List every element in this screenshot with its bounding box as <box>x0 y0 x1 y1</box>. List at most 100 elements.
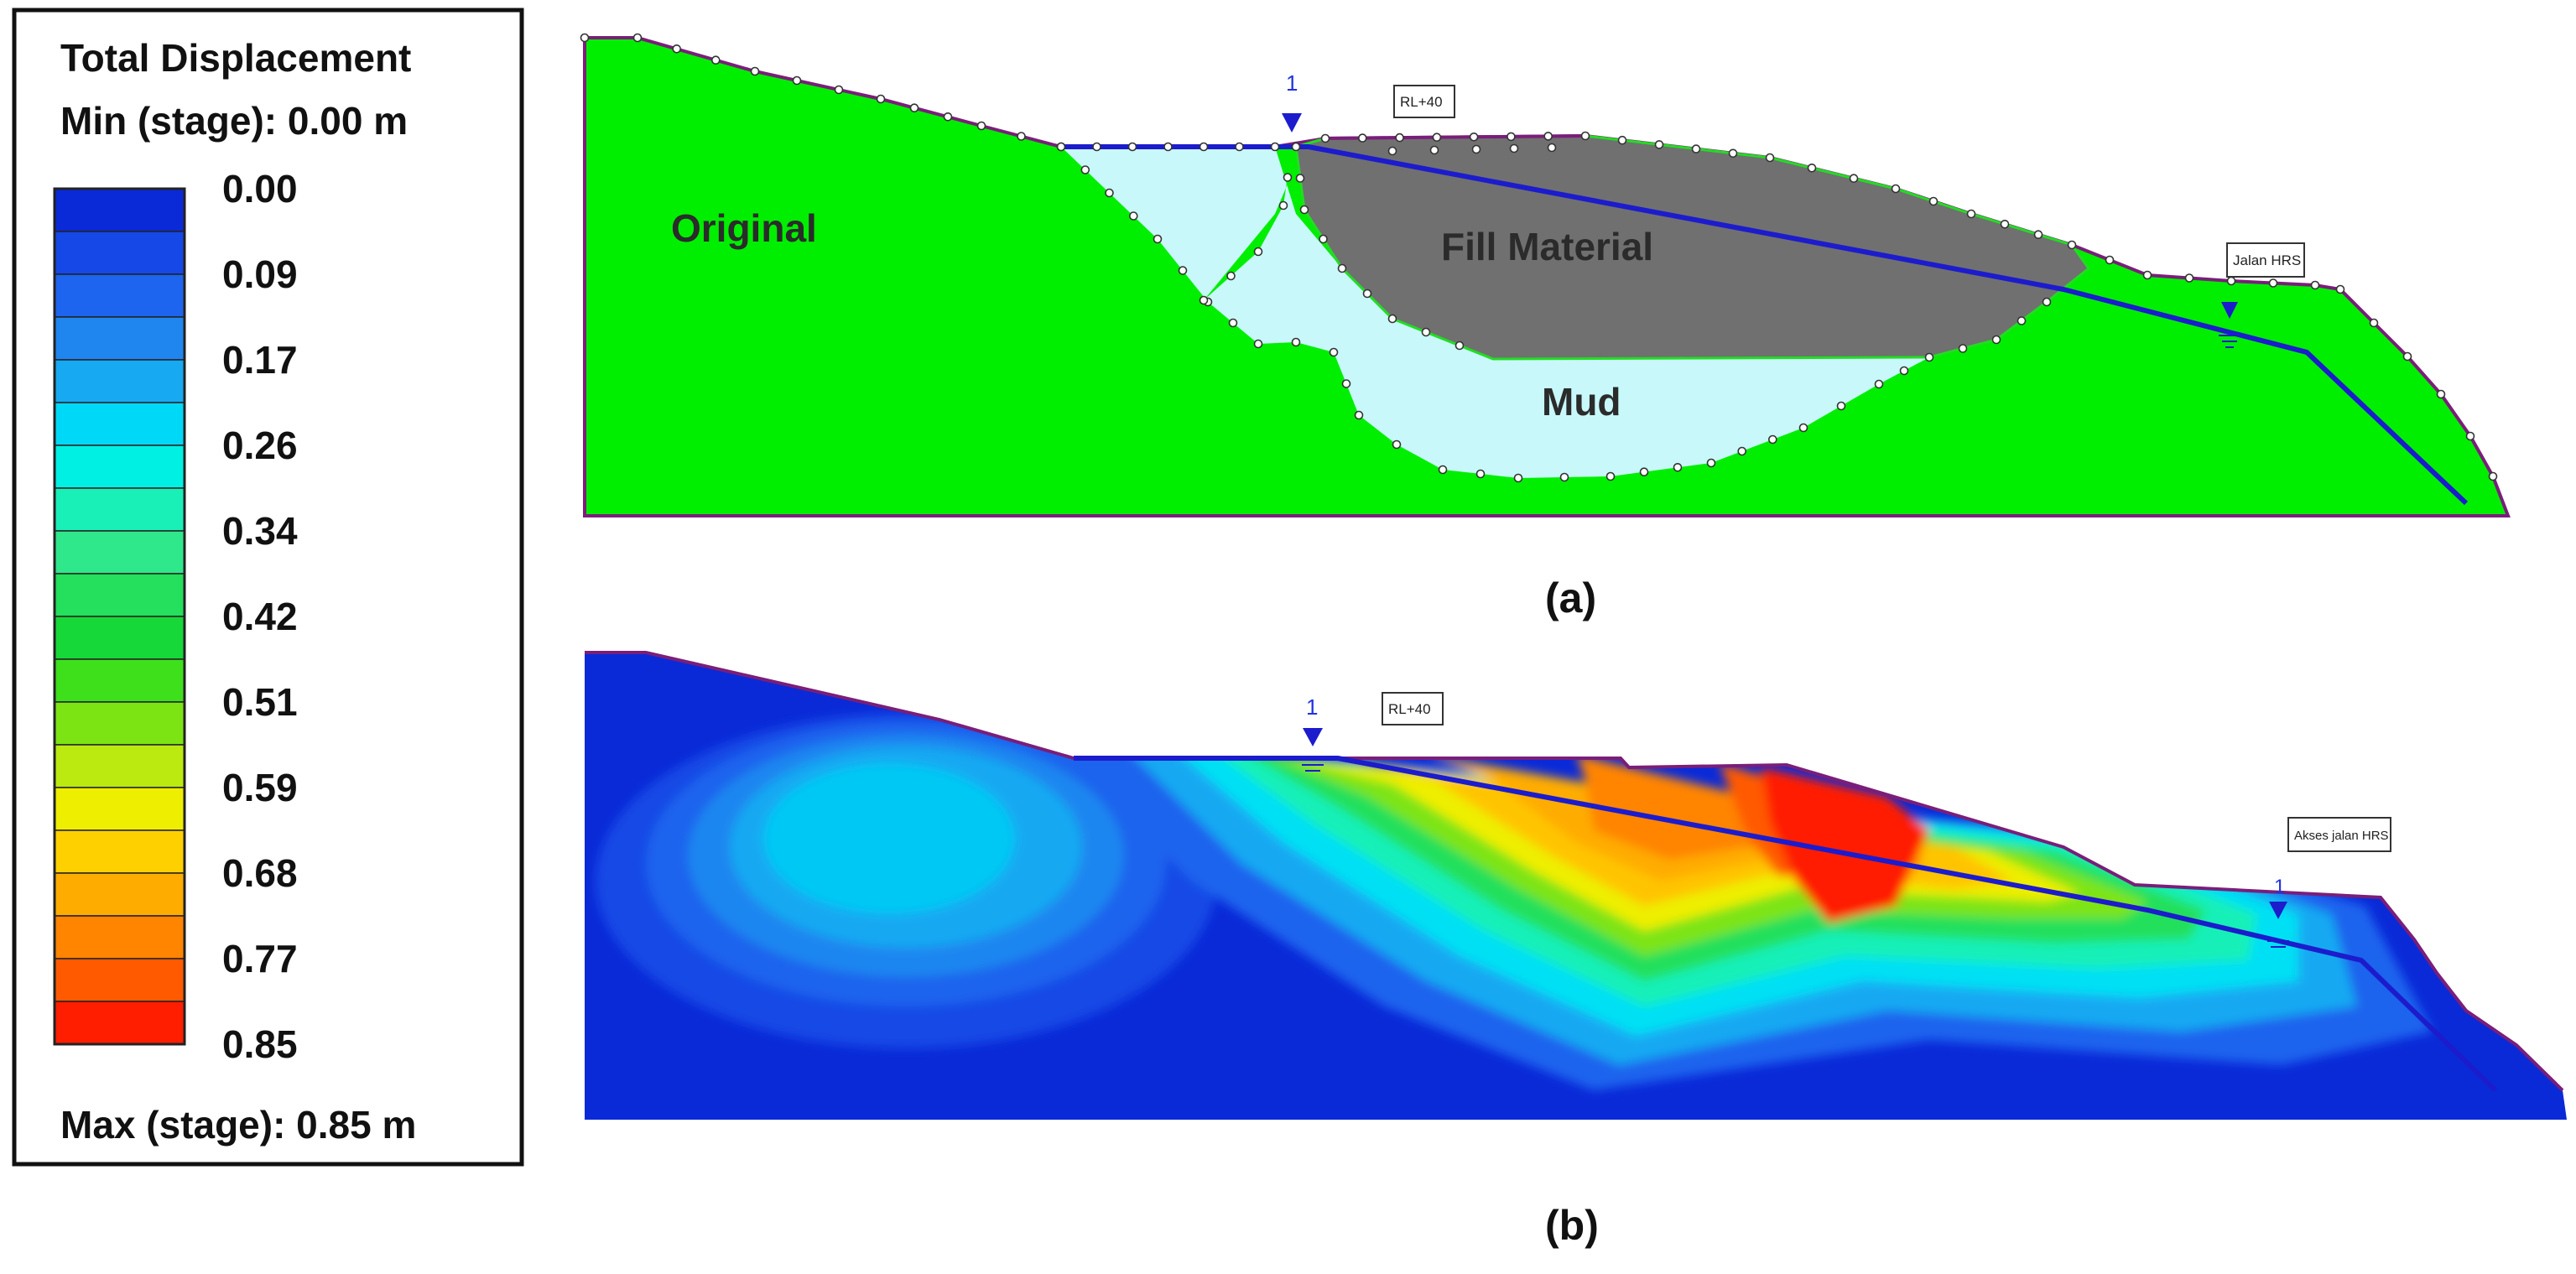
legend-band <box>54 487 185 532</box>
mesh-node <box>1199 295 1209 305</box>
mesh-node <box>2335 284 2345 294</box>
mesh-node <box>1320 133 1330 143</box>
mesh-node <box>2184 273 2194 283</box>
mesh-node <box>2268 278 2278 288</box>
legend-tick-label: 0.17 <box>222 338 298 382</box>
water-table-number: 1 <box>1306 694 1318 720</box>
fill-material-label: Fill Material <box>1441 225 1653 268</box>
mesh-node <box>1966 209 1976 219</box>
legend-tick-label: 0.00 <box>222 167 298 211</box>
legend-band <box>54 402 185 446</box>
legend-band <box>54 787 185 831</box>
mesh-node <box>1253 247 1263 257</box>
legend-tick-label: 0.77 <box>222 937 298 980</box>
mesh-node <box>2369 318 2379 328</box>
legend-max-label: Max (stage): 0.85 m <box>60 1103 416 1147</box>
triangle-down-icon <box>2269 902 2287 919</box>
road-label-text: Jalan HRS <box>2233 252 2301 268</box>
mesh-node <box>1362 289 1372 299</box>
mesh-node <box>1991 335 2001 345</box>
mesh-node <box>1432 133 1442 142</box>
mesh-node <box>1253 339 1263 349</box>
mesh-node <box>2033 230 2043 240</box>
mud-label: Mud <box>1542 380 1621 424</box>
mesh-node <box>1341 379 1351 388</box>
water-table-marker-b2: 1 <box>2267 876 2289 948</box>
mesh-node <box>2436 389 2446 399</box>
mesh-node <box>2017 316 2027 325</box>
mesh-node <box>1228 318 1238 328</box>
mesh-node <box>1849 174 1859 183</box>
mesh-node <box>1092 142 1101 152</box>
road-label-b: Akses jalan HRS <box>2287 817 2391 852</box>
legend-band <box>54 658 185 703</box>
mesh-node <box>1235 142 1244 152</box>
mesh-node <box>1559 472 1569 482</box>
legend-min-label: Min (stage): 0.00 m <box>60 99 408 143</box>
rl40-label-text: RL+40 <box>1388 701 1431 717</box>
mesh-node <box>672 44 682 54</box>
mesh-node <box>1924 352 1934 362</box>
rl40-label-b: RL+40 <box>1382 692 1444 725</box>
mesh-node <box>1768 434 1777 445</box>
legend-tick-labels: 0.000.090.170.260.340.420.510.590.680.77… <box>222 167 298 1066</box>
mesh-node <box>1329 347 1339 357</box>
mesh-node <box>1056 142 1066 152</box>
legend-band <box>54 958 185 1002</box>
mesh-node <box>1291 142 1301 152</box>
mesh-node <box>1706 458 1716 468</box>
mesh-node <box>2488 471 2498 481</box>
mud-region <box>1061 147 1929 478</box>
water-table-marker-a2 <box>2219 302 2240 348</box>
mesh-node <box>1509 143 1519 153</box>
mesh-node <box>1765 153 1775 163</box>
ground-surface-boundary-b <box>585 651 2564 1092</box>
mesh-node <box>1673 462 1683 472</box>
mesh-node <box>834 85 844 95</box>
mesh-node <box>2000 219 2010 229</box>
original-label: Original <box>671 206 817 250</box>
mesh-node <box>1295 174 1305 183</box>
legend-band <box>54 1001 185 1045</box>
mesh-node <box>750 66 760 76</box>
legend-band <box>54 316 185 361</box>
mesh-node <box>1337 263 1347 273</box>
mesh-node <box>1392 439 1402 450</box>
legend-title: Total Displacement <box>60 36 411 80</box>
mesh-node <box>1469 133 1479 142</box>
legend-tick-label: 0.26 <box>222 424 298 467</box>
original-wedge <box>1204 144 1304 300</box>
legend-band <box>54 872 185 917</box>
legend-band <box>54 744 185 788</box>
legend-color-scale <box>53 187 186 1046</box>
mesh-node <box>1178 266 1188 275</box>
mesh-node <box>1299 205 1309 215</box>
mesh-node <box>1387 146 1397 156</box>
legend-tick-label: 0.09 <box>222 252 298 296</box>
mesh-node <box>1319 234 1328 244</box>
water-table-marker-a1: 1 <box>1282 70 1302 133</box>
mesh-node <box>943 112 953 122</box>
rl40-label-text: RL+40 <box>1400 94 1443 110</box>
caption-b: (b) <box>1545 1202 1599 1249</box>
legend: Total Displacement Min (stage): 0.00 m 0… <box>12 8 524 1167</box>
mesh-node <box>1928 196 1939 206</box>
mesh-boundary-nodes <box>580 33 2498 483</box>
legend-tick-label: 0.34 <box>222 509 298 553</box>
mesh-node <box>1278 200 1288 211</box>
mesh-node <box>1899 366 1909 376</box>
road-label-a: Jalan HRS <box>2226 242 2305 278</box>
mesh-node <box>1105 188 1114 198</box>
mesh-node <box>1836 401 1846 411</box>
mesh-node <box>1507 132 1516 142</box>
mesh-node <box>1807 164 1817 173</box>
mesh-node <box>792 75 802 86</box>
mesh-node <box>1358 133 1367 143</box>
mesh-node <box>976 121 986 131</box>
mesh-node <box>909 103 919 112</box>
mesh-node <box>1605 471 1616 481</box>
rl40-label-a: RL+40 <box>1393 85 1455 118</box>
mesh-node <box>1017 132 1026 141</box>
legend-tick-label: 0.85 <box>222 1022 298 1066</box>
mesh-node <box>1455 341 1465 351</box>
